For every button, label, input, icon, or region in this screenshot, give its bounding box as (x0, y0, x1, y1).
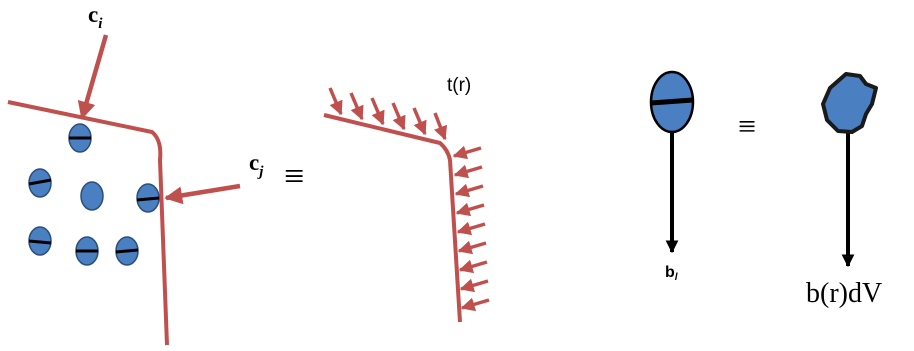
continuum-element-blob (821, 72, 878, 134)
particle (136, 183, 160, 213)
particle (68, 123, 92, 153)
body-force-label: b(r)dV (806, 278, 882, 309)
contact-force-cj-arrow (164, 183, 241, 205)
particle (28, 226, 52, 256)
body-force-panel: bl ≡ b(r)dV (649, 70, 882, 309)
traction-panel: t(r) (323, 75, 490, 323)
contact-label-cj: cj (249, 150, 264, 180)
traction-boundary (323, 113, 462, 323)
traction-label: t(r) (447, 75, 471, 96)
equivalence-symbol-left: ≡ (284, 156, 304, 196)
single-particle-weight (649, 70, 695, 254)
contact-force-panel: ci cj ≡ (7, 2, 304, 346)
traction-arrows (328, 87, 490, 312)
particle (80, 181, 104, 211)
continuum-element-weight (821, 72, 878, 268)
equivalence-symbol-right: ≡ (738, 108, 756, 144)
contact-label-ci: ci (88, 2, 103, 32)
particle (115, 236, 139, 266)
particle-weight-label: bl (665, 264, 678, 283)
particle (28, 168, 52, 198)
boundary-line (7, 100, 169, 346)
particle (75, 236, 99, 266)
contact-force-ci-arrow (77, 34, 109, 120)
